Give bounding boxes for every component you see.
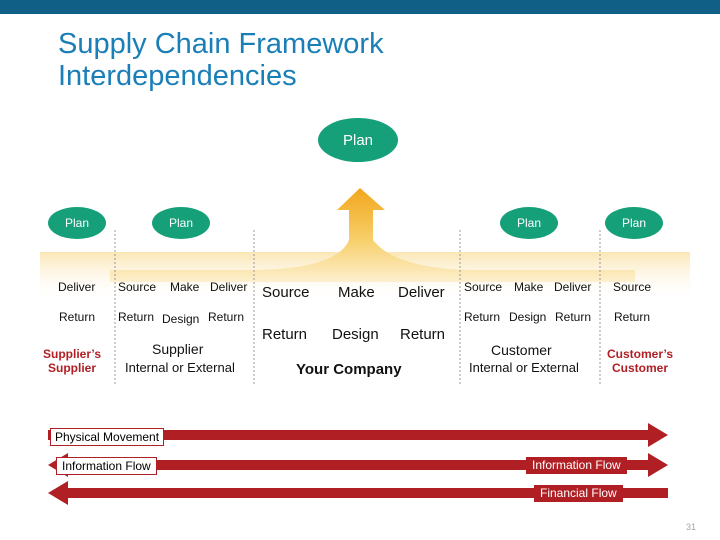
plan-ellipse-suppliers-supplier: Plan (48, 207, 106, 239)
cu-return-1: Return (464, 310, 501, 324)
cu-make: Make (514, 280, 544, 294)
physical-movement-label: Physical Movement (50, 428, 165, 446)
cu-source: Source (464, 280, 503, 294)
plan-fountain-arrow (110, 188, 635, 282)
cu-design: Design (509, 310, 547, 324)
cu-sub: Internal or External (469, 360, 579, 375)
plan-ellipse-customer: Plan (500, 207, 558, 239)
financial-flow-arrow (48, 481, 668, 505)
plan-label: Plan (168, 216, 194, 230)
financial-flow-label: Financial Flow (534, 485, 623, 502)
co-design: Design (332, 326, 379, 343)
cc-name: Customer’s Customer (606, 347, 674, 375)
cu-deliver: Deliver (554, 280, 592, 294)
sup-sub: Internal or External (125, 360, 235, 375)
plan-label: Plan (516, 216, 542, 230)
cc-source: Source (613, 280, 652, 294)
slide-title: Supply Chain Framework Interdependencies (58, 28, 384, 92)
co-source: Source (262, 284, 310, 301)
physical-movement-arrow (48, 423, 668, 447)
sup-design: Design (162, 312, 200, 326)
cu-name: Customer (491, 342, 552, 358)
top-plan-ellipse: Plan (318, 118, 398, 162)
sup-return-2: Return (208, 310, 245, 324)
top-plan-label: Plan (342, 131, 374, 149)
co-deliver: Deliver (398, 284, 445, 301)
co-make: Make (338, 284, 375, 301)
ss-deliver: Deliver (58, 280, 96, 294)
sup-return-1: Return (118, 310, 155, 324)
ss-name: Supplier’s Supplier (42, 347, 101, 375)
sup-name: Supplier (152, 341, 204, 357)
page-number: 31 (685, 522, 696, 532)
co-return-2: Return (400, 326, 446, 343)
plan-label: Plan (64, 216, 90, 230)
title-line-1: Supply Chain Framework (58, 28, 384, 60)
top-bar (0, 0, 720, 14)
co-return-1: Return (262, 326, 308, 343)
cc-return: Return (614, 310, 651, 324)
plan-ellipse-supplier: Plan (152, 207, 210, 239)
cu-return-2: Return (555, 310, 592, 324)
plan-ellipse-customers-customer: Plan (605, 207, 663, 239)
sup-source: Source (118, 280, 157, 294)
information-flow-left-label: Information Flow (56, 457, 157, 475)
title-line-2: Interdependencies (58, 60, 297, 92)
information-flow-right-label: Information Flow (526, 457, 627, 474)
sup-make: Make (170, 280, 200, 294)
sup-deliver: Deliver (210, 280, 248, 294)
plan-label: Plan (621, 216, 647, 230)
ss-return: Return (59, 310, 96, 324)
co-name: Your Company (296, 361, 402, 378)
